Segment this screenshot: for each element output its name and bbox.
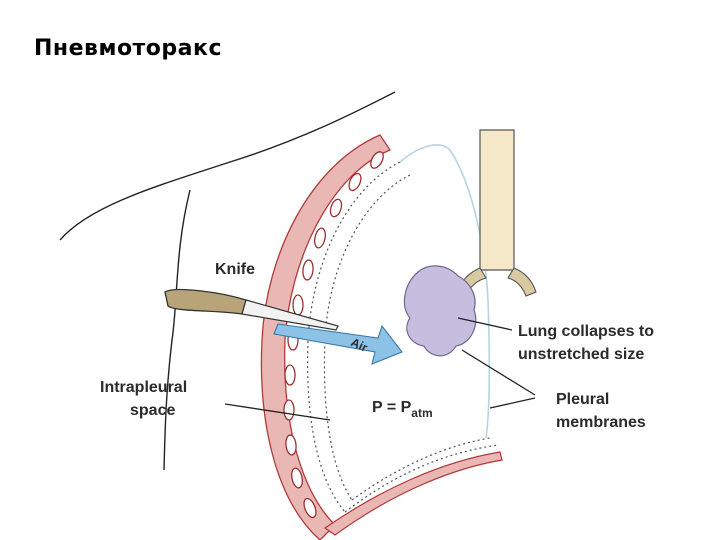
visceral-pleura-dotted — [323, 174, 411, 501]
diaphragm — [323, 451, 503, 536]
leader-lines — [224, 317, 536, 421]
knife — [164, 288, 339, 331]
label-lung-line1: Lung collapses to — [518, 323, 654, 340]
label-pressure-main: P = P — [372, 399, 412, 416]
diaphragm-dotted-upper — [344, 444, 499, 513]
body-side-outline — [163, 189, 191, 471]
body-outline — [59, 91, 396, 241]
label-intrapleural-line2: space — [130, 402, 175, 419]
label-knife: Knife — [215, 261, 255, 278]
label-intrapleural-line1: Intrapleural — [100, 379, 187, 396]
knife-handle — [164, 288, 247, 315]
label-pleural-line1: Pleural — [556, 391, 609, 408]
diaphragm-dotted-lower — [351, 437, 491, 501]
label-air: Air — [349, 335, 370, 355]
trachea — [479, 129, 515, 271]
collapsed-lung — [403, 265, 477, 357]
label-pleural-line2: membranes — [556, 414, 646, 431]
label-pressure-sub: atm — [411, 406, 432, 420]
slide-title: Пневмоторакс — [34, 36, 222, 61]
label-pressure: P = Patm — [372, 399, 433, 420]
knife-blade — [241, 299, 339, 331]
air-arrow — [273, 323, 403, 365]
label-lung-line2: unstretched size — [518, 346, 644, 363]
rib-cross-sections — [283, 151, 384, 519]
